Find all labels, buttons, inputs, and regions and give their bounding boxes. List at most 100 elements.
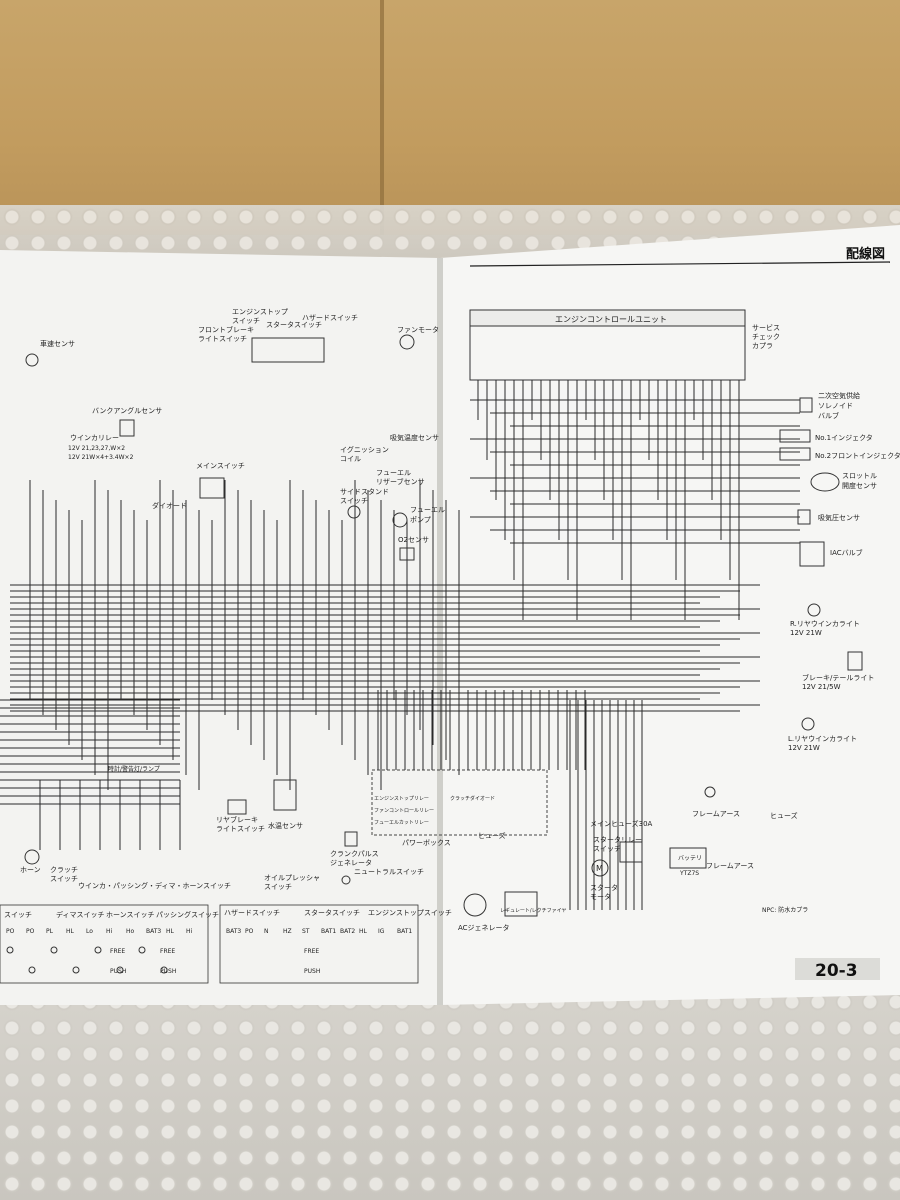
left-col-label: PL [46, 928, 54, 935]
right-col-label: BAT2 [340, 928, 355, 935]
right-components: サービス チェック カプラ 二次空気供給 ソレノイド バルブ No.1インジェク… [590, 323, 900, 914]
fuel-reserve-label-2: リザーブセンサ [376, 477, 425, 486]
relay-label-3: フューエルカットリレー [374, 820, 429, 826]
relay-label-1: エンジンストップリレー [374, 796, 429, 802]
switch-contact-dot [72, 966, 80, 974]
left-state-label: PUSH [160, 968, 176, 975]
intake-temp-label: 吸気温度センサ [390, 433, 439, 442]
ignition-coil-label-2: コイル [340, 455, 361, 463]
left-col-label: Ho [126, 928, 135, 935]
rear-brake-label-2: ライトスイッチ [216, 825, 265, 833]
handlebar-switch-box [251, 337, 325, 363]
rear-brake-label-1: リヤブレーキ [216, 815, 258, 824]
winker-relay-label-2: 12V 21,23,27,W×2 [68, 445, 125, 452]
battery-symbol [669, 847, 707, 869]
air-valve-symbol [799, 397, 813, 413]
right-col-label: BAT1 [321, 928, 336, 935]
right-col-label: HL [359, 928, 368, 935]
right-state-label: FREE [304, 948, 319, 955]
diode-label: ダイオード [152, 501, 187, 510]
relay-label-2: ファンコントロールリレー [374, 808, 434, 814]
right-switch-heading: ハザードスイッチ [224, 909, 280, 917]
side-stand-label-1: サイドスタンド [340, 487, 389, 496]
switch-contact-dot [50, 946, 58, 954]
battery-label-1: バッテリ [678, 855, 702, 862]
battery-label-2: YTZ7S [679, 870, 699, 877]
neutral-switch-label: ニュートラルスイッチ [354, 868, 424, 876]
crank-pulse-symbol [344, 831, 358, 847]
fan-motor-label: ファンモータ [397, 325, 439, 334]
left-state-label: PUSH [110, 968, 126, 975]
speed-sensor-label: 車速センサ [40, 339, 75, 348]
wooden-wall [0, 0, 900, 235]
switch-contact-dot [138, 946, 146, 954]
winker-relay-label-1: ウインカリレー [70, 434, 119, 442]
fuel-reserve-label-1: フューエル [376, 469, 411, 477]
neutral-switch-icon [341, 875, 351, 885]
right-state-label: PUSH [304, 968, 320, 975]
iac-label: IACバルブ [830, 548, 863, 557]
brake-tail-label-1: ブレーキ/テールライト [802, 673, 874, 682]
crank-pulse-label-1: クランクパルス [330, 850, 379, 858]
left-switch-heading: スイッチ [4, 911, 32, 919]
switch-contact-dot [116, 966, 124, 974]
left-switch-heading: ホーンスイッチ [106, 911, 155, 919]
rear-r-bulb-icon [807, 603, 821, 617]
fuel-pump-label-2: ポンプ [410, 516, 431, 524]
left-col-label: Lo [86, 928, 93, 935]
crank-pulse-label-2: ジェネレータ [330, 858, 372, 867]
right-col-label: HZ [283, 928, 292, 935]
clutch-label-2: スイッチ [50, 875, 78, 883]
iac-symbol [799, 541, 825, 567]
power-box-label: パワーボックス [402, 839, 451, 847]
air-valve-label-1: 二次空気供給 [818, 391, 860, 400]
switch-contact-dot [160, 966, 168, 974]
water-temp-label: 水温センサ [268, 821, 303, 830]
relay-label-4: クラッチダイオード [450, 795, 495, 802]
frame-ground-1-icon [704, 786, 716, 798]
injector2-symbol [779, 447, 811, 461]
injector1-label: No.1インジェクタ [815, 433, 873, 442]
service-check-label-2: チェック [752, 333, 780, 341]
rear-r-label-2: 12V 21W [790, 629, 822, 637]
right-col-label: N [264, 928, 269, 935]
hazard-switch-label: ハザードスイッチ [302, 314, 358, 322]
service-check-label-3: カプラ [752, 342, 773, 350]
clutch-label-1: クラッチ [50, 866, 78, 874]
left-col-label: Hi [106, 928, 113, 935]
starter-switch-label: スタータスイッチ [266, 320, 322, 329]
left-state-label: FREE [110, 948, 125, 955]
handle-switch-label: ウインカ・パッシング・ディマ・ホーンスイッチ [78, 881, 231, 890]
right-switch-heading: エンジンストップスイッチ [368, 909, 452, 917]
brake-tail-label-2: 12V 21/5W [802, 683, 841, 691]
injector2-label: No.2フロントインジェクタ [815, 451, 900, 460]
starter-motor-label-2: モータ [590, 892, 611, 901]
starter-motor-icon [591, 859, 609, 877]
switch-contact-dot [94, 946, 102, 954]
engine-stop-label-2: スイッチ [232, 317, 260, 325]
bubble-wrap-bottom [0, 990, 900, 1200]
right-col-label: IG [378, 928, 385, 935]
throttle-symbol [810, 472, 840, 492]
starter-relay-label-2: スイッチ [593, 845, 621, 853]
power-box-outline [371, 769, 548, 836]
rear-l-bulb-icon [801, 717, 815, 731]
front-brake-label-1: フロントブレーキ [198, 325, 254, 334]
oil-pressure-label-1: オイルプレッシャ [264, 874, 320, 882]
switch-contact-dot [28, 966, 36, 974]
right-col-label: BAT1 [397, 928, 412, 935]
brake-tail-bulb-icon [847, 651, 863, 671]
starter-relay-symbol [619, 841, 643, 863]
map-sensor-symbol [797, 509, 811, 525]
side-stand-label-2: スイッチ [340, 497, 368, 505]
right-switch-heading: スタータスイッチ [304, 908, 360, 917]
fuse-box-label: ヒューズ [478, 831, 506, 840]
fuel-pump-label-1: フューエル [410, 506, 445, 514]
section-title: 配線図 [846, 246, 885, 262]
o2-sensor-label: O2センサ [398, 536, 429, 544]
horn-icon [24, 849, 40, 865]
left-switch-heading: ディマスイッチ [56, 910, 105, 919]
ac-generator-icon [463, 893, 487, 917]
